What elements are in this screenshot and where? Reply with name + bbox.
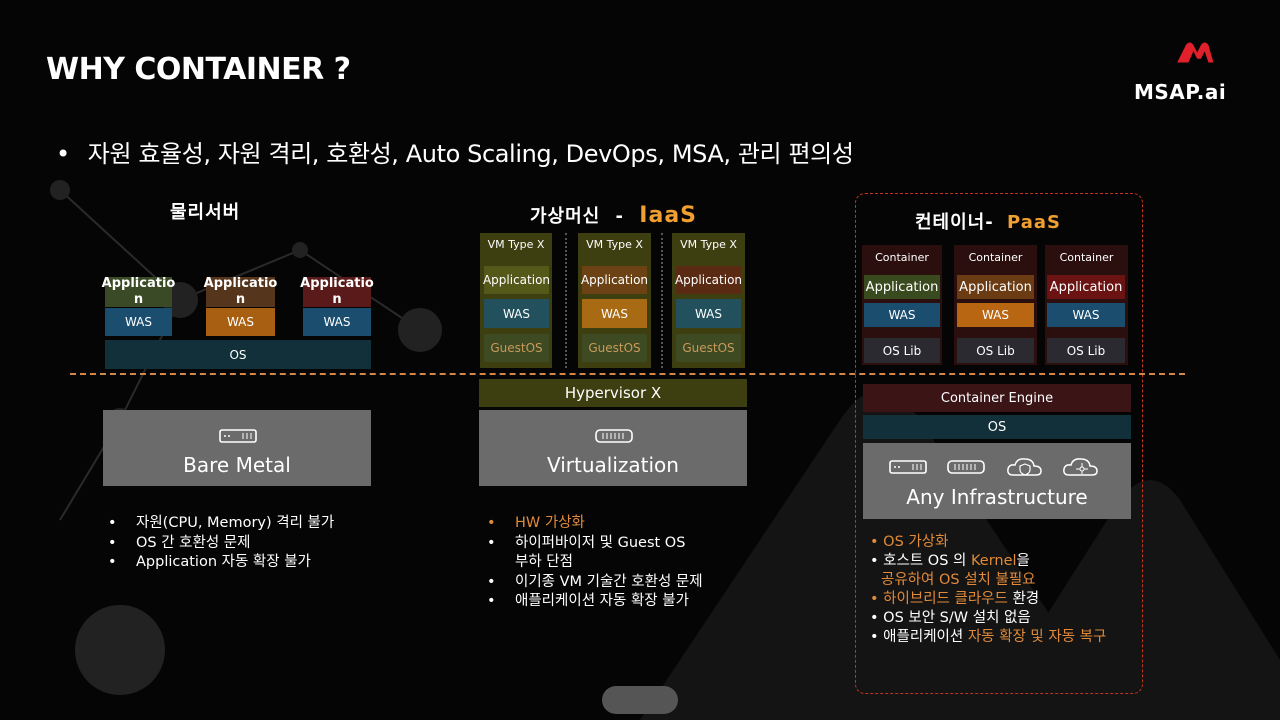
- container-label-3: Container: [1059, 250, 1114, 264]
- vm-separator-2: [661, 233, 663, 368]
- virtualization-label: Virtualization: [547, 453, 679, 477]
- container-app-1: Application: [864, 275, 940, 299]
- server-icon: [947, 460, 985, 474]
- container-label-2: Container: [968, 250, 1023, 264]
- container-label-1: Container: [875, 250, 929, 264]
- physical-app-1: Applicatio n: [101, 276, 176, 307]
- container-os: OS: [863, 415, 1131, 439]
- vm-app-2: Application: [581, 266, 648, 294]
- physical-was-3: WAS: [303, 308, 371, 336]
- vm-type-3: VM Type X: [680, 237, 737, 251]
- container-was-3: WAS: [1047, 303, 1125, 327]
- container-title-sep: -: [985, 212, 994, 233]
- container-notes: • OS 가상화 • 호스트 OS 의 Kernel을 공유하여 OS 설치 불…: [870, 533, 1106, 647]
- container-oslib-1: OS Lib: [864, 338, 940, 363]
- list-item: •OS 간 호환성 문제: [108, 534, 251, 551]
- list-item: • 호스트 OS 의 Kernel을: [870, 553, 1030, 569]
- vm-title-text: 가상머신: [530, 206, 601, 227]
- list-item: •자원(CPU, Memory) 격리 불가: [108, 515, 335, 531]
- container-was-1: WAS: [864, 303, 940, 327]
- physical-app-2: Applicatio n: [203, 276, 278, 307]
- list-item: •Application 자동 확장 불가: [108, 554, 311, 570]
- container-app-3: Application: [1047, 275, 1125, 299]
- bare-metal-block: Bare Metal: [103, 410, 371, 486]
- msap-logo-icon: [1177, 42, 1214, 63]
- vm-guestos-1: GuestOS: [484, 334, 549, 362]
- vm-was-3: WAS: [676, 299, 741, 328]
- server-icon: [219, 429, 257, 443]
- physical-app-3: Applicatio n: [300, 276, 374, 307]
- server-icon: [595, 429, 633, 443]
- divider-line: [70, 373, 1185, 375]
- list-item: 공유하여 OS 설치 불필요: [881, 572, 1036, 588]
- container-oslib-2: OS Lib: [957, 338, 1034, 363]
- paas-frame: [855, 193, 1143, 694]
- physical-title: 물리서버: [170, 202, 241, 223]
- list-item: • OS 가상화: [870, 534, 949, 550]
- physical-os: OS: [105, 340, 371, 369]
- vm-type-2: VM Type X: [586, 237, 643, 251]
- container-engine: Container Engine: [863, 384, 1131, 412]
- physical-was-1: WAS: [105, 308, 172, 336]
- vm-app-1: Application: [483, 266, 550, 294]
- container-app-2: Application: [957, 275, 1034, 299]
- list-item: •애플리케이션 자동 확장 불가: [487, 593, 689, 609]
- physical-was-2: WAS: [206, 308, 275, 336]
- any-infra-block: Any Infrastructure: [863, 443, 1131, 519]
- hypervisor: Hypervisor X: [479, 379, 747, 407]
- subtitle-text: 자원 효율성, 자원 격리, 호환성, Auto Scaling, DevOps…: [87, 140, 854, 168]
- vm-title-accent: IaaS: [639, 203, 698, 228]
- list-item: •이기종 VM 기술간 호환성 문제: [487, 573, 703, 590]
- list-item: • 애플리케이션 자동 확장 및 자동 복구: [870, 629, 1107, 645]
- container-oslib-3: OS Lib: [1047, 338, 1125, 363]
- container-title: 컨테이너- PaaS: [915, 208, 1061, 234]
- page-title: WHY CONTAINER ?: [46, 52, 351, 87]
- cloud-shield-icon: [1007, 458, 1042, 476]
- slide-indicator: [602, 686, 678, 714]
- physical-notes: •자원(CPU, Memory) 격리 불가 •OS 간 호환성 문제 •App…: [108, 514, 334, 573]
- list-item: • 하이브리드 클라우드 환경: [870, 591, 1040, 607]
- vm-app-3: Application: [675, 266, 742, 294]
- vm-was-2: WAS: [582, 299, 647, 328]
- virtualization-block: Virtualization: [479, 410, 747, 486]
- vm-guestos-3: GuestOS: [676, 334, 741, 362]
- container-was-2: WAS: [957, 303, 1034, 327]
- vm-was-1: WAS: [484, 299, 549, 328]
- vm-type-1: VM Type X: [487, 237, 545, 251]
- list-item: • OS 보안 S/W 설치 없음: [870, 610, 1031, 626]
- logo-text: MSAP.ai: [1134, 80, 1227, 104]
- list-item: •HW 가상화: [487, 515, 585, 531]
- vm-guestos-2: GuestOS: [582, 334, 647, 362]
- cloud-network-icon: [1063, 458, 1098, 476]
- any-infra-label: Any Infrastructure: [906, 485, 1088, 509]
- list-item: 부하 단점: [515, 554, 573, 570]
- bare-metal-label: Bare Metal: [183, 453, 291, 477]
- vm-notes: •HW 가상화 •하이퍼바이저 및 Guest OS 부하 단점 •이기종 VM…: [487, 514, 703, 612]
- vm-title-sep: -: [615, 206, 625, 227]
- container-title-accent: PaaS: [1007, 212, 1061, 233]
- subtitle-bullet: •자원 효율성, 자원 격리, 호환성, Auto Scaling, DevOp…: [56, 140, 854, 168]
- list-item: •하이퍼바이저 및 Guest OS: [487, 534, 686, 551]
- server-icon: [889, 460, 927, 474]
- vm-separator-1: [565, 233, 567, 368]
- vm-title: 가상머신 - IaaS: [530, 202, 697, 228]
- container-title-text: 컨테이너: [915, 212, 986, 233]
